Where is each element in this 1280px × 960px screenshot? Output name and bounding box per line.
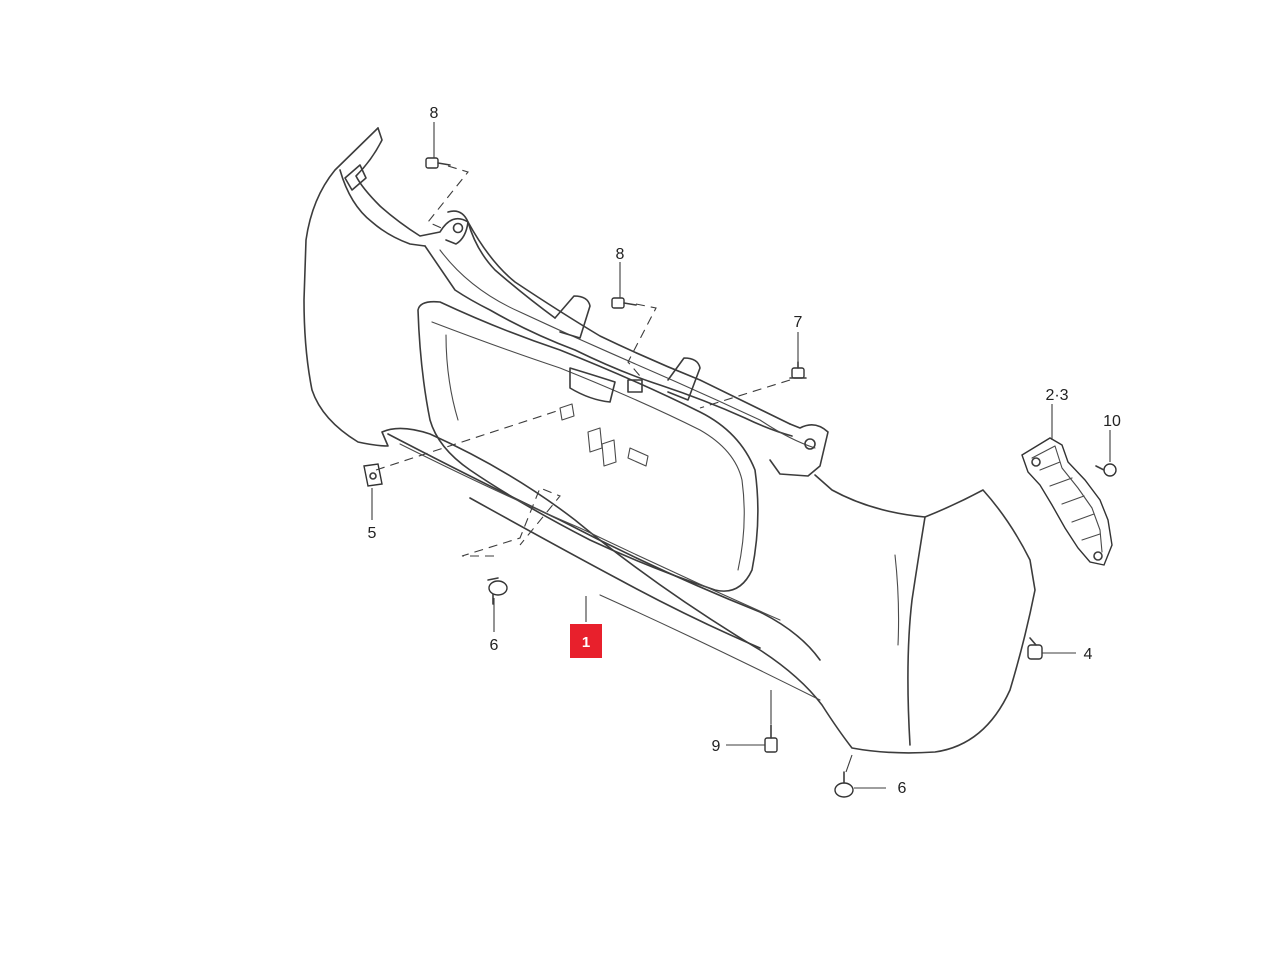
side-bracket [1021,437,1113,566]
screw-icon [789,361,807,379]
bumper-cover [303,127,1036,754]
callout-5: 5 [368,525,377,542]
bolt-icon [425,157,451,169]
bolt-icon [611,297,637,309]
callout-7: 7 [794,314,803,331]
screw-icon [1095,463,1117,477]
callout-10: 10 [1103,413,1121,430]
leader-lines [371,122,1111,789]
callout-6-left: 6 [490,637,499,654]
callout-1-highlight[interactable]: 1 [570,624,602,658]
callout-1: 1 [582,634,590,651]
callout-9: 9 [712,738,721,755]
bolt-icon [764,724,778,753]
callout-8-center: 8 [616,246,625,263]
push-clip-icon [487,577,508,605]
callout-2-3: 2·3 [1045,387,1068,404]
callout-8-upper: 8 [430,105,439,122]
nut-icon [1027,637,1043,660]
push-clip-icon [834,771,854,798]
callout-4: 4 [1084,646,1093,663]
callout-6-right: 6 [898,780,907,797]
clip-nut-icon [363,463,383,487]
